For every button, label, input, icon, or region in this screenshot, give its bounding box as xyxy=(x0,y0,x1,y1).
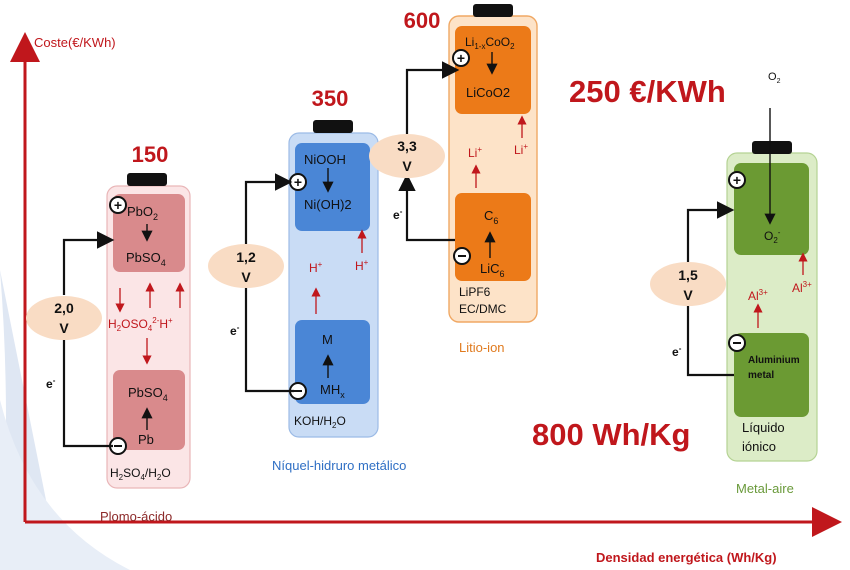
left-decoration-2 xyxy=(0,400,130,570)
metal-negative-electrode xyxy=(734,333,809,417)
metal-terminal xyxy=(752,141,792,154)
niquel-electron-label: e- xyxy=(230,323,240,338)
plomo-plus-sign: + xyxy=(114,197,122,213)
metal-bottom-formula-1: Aluminium xyxy=(748,355,800,366)
litio-wire-bottom xyxy=(398,173,455,242)
litio-bottom2-formula: LiC6 xyxy=(480,261,505,279)
niquel-top-formula: NiOOH xyxy=(304,152,346,167)
metal-plus-sign: + xyxy=(733,172,741,188)
niquel-bottom-formula: M xyxy=(322,332,333,347)
metal-electrolyte-2: iónico xyxy=(742,439,776,454)
litio-ion-label-1: Li+ xyxy=(468,145,482,160)
niquel-electrolyte: KOH/H2O xyxy=(294,414,346,430)
plomo-top2-formula: PbSO4 xyxy=(126,250,166,268)
metal-positive-electrode xyxy=(734,163,809,255)
highlight-cost: 250 €/KWh xyxy=(569,74,726,109)
niquel-wire-top xyxy=(244,173,293,244)
litio-electron-label: e- xyxy=(393,207,403,222)
metal-wire-bottom xyxy=(686,305,734,377)
plomo-voltage-unit: V xyxy=(59,320,69,336)
y-axis-label: Coste(€/KWh) xyxy=(34,35,116,50)
niquel-wire-bottom xyxy=(244,288,294,393)
metal-o2-label: O2 xyxy=(768,71,781,85)
litio-electrolyte-1: LiPF6 xyxy=(459,285,491,299)
niquel-voltage-bubble xyxy=(208,244,284,288)
litio-voltage-value: 3,3 xyxy=(397,138,417,154)
plomo-wire-bottom xyxy=(62,340,113,448)
plomo-voltage-value: 2,0 xyxy=(54,300,74,316)
niquel-name: Níquel-hidruro metálico xyxy=(272,458,406,473)
metal-voltage-bubble xyxy=(650,262,726,306)
highlight-density: 800 Wh/Kg xyxy=(532,417,690,452)
plomo-bottom2-formula: Pb xyxy=(138,432,154,447)
metal-electrolyte-1: Líquido xyxy=(742,420,785,435)
niquel-terminal xyxy=(313,120,353,133)
litio-electrolyte-2: EC/DMC xyxy=(459,302,507,316)
litio-top2-formula: LiCoO2 xyxy=(466,85,510,100)
plomo-plus-icon xyxy=(109,196,127,214)
plomo-mid-formula: H2OSO42-H+ xyxy=(108,316,173,333)
metal-name: Metal-aire xyxy=(736,481,794,496)
litio-ion-label-2: Li+ xyxy=(514,142,528,157)
metal-wire-top xyxy=(686,201,735,262)
metal-top-formula: O2- xyxy=(764,228,781,245)
plomo-terminal xyxy=(127,173,167,186)
litio-top-formula: Li1-xCoO2 xyxy=(465,35,515,51)
battery-plomo-acido: 150 + PbO2 PbSO4 H2OSO42-H+ PbSO4 Pb H2S… xyxy=(26,142,191,524)
metal-voltage-value: 1,5 xyxy=(678,267,698,283)
litio-name: Litio-ion xyxy=(459,340,505,355)
niquel-top2-formula: Ni(OH)2 xyxy=(304,197,352,212)
litio-bottom-formula: C6 xyxy=(484,208,498,226)
metal-plus-icon xyxy=(728,171,746,189)
litio-voltage-bubble xyxy=(369,134,445,178)
litio-voltage-unit: V xyxy=(402,158,412,174)
metal-bottom-formula-2: metal xyxy=(748,370,774,381)
plomo-name: Plomo-ácido xyxy=(100,509,172,524)
battery-litio-ion: 600 Li1-xCoO2 + LiCoO2 Li+ Li+ C6 LiC6 L… xyxy=(369,4,538,355)
niquel-voltage-unit: V xyxy=(241,269,251,285)
niquel-ion-label-2: H+ xyxy=(355,258,369,273)
metal-ion-label-1: Al3+ xyxy=(748,288,768,303)
niquel-voltage-value: 1,2 xyxy=(236,249,256,265)
x-axis-label: Densidad energética (Wh/Kg) xyxy=(596,550,777,565)
plomo-bottom-formula: PbSO4 xyxy=(128,385,168,403)
niquel-ion-label-1: H+ xyxy=(309,260,323,275)
metal-ion-label-2: Al3+ xyxy=(792,280,812,295)
plomo-cost: 150 xyxy=(132,142,169,167)
plomo-electrolyte: H2SO4/H2O xyxy=(110,466,171,482)
litio-plus-sign: + xyxy=(457,50,465,66)
litio-terminal xyxy=(473,4,513,17)
niquel-cost: 350 xyxy=(312,86,349,111)
litio-cost: 600 xyxy=(404,8,441,33)
battery-metal-aire: + O2- Al3+ Al3+ Aluminium metal Líquido … xyxy=(650,71,818,496)
niquel-plus-sign: + xyxy=(294,174,302,190)
plomo-wire-top xyxy=(62,231,115,295)
plomo-top-formula: PbO2 xyxy=(127,204,158,222)
metal-voltage-unit: V xyxy=(683,287,693,303)
metal-electron-label: e- xyxy=(672,344,682,359)
litio-wire-top xyxy=(405,61,460,134)
plomo-electron-label: e- xyxy=(46,376,56,391)
battery-niquel-hidruro: 350 NiOOH + Ni(OH)2 H+ H+ M MHx KOH/H2O … xyxy=(208,86,406,473)
niquel-bottom2-formula: MHx xyxy=(320,382,345,400)
plomo-voltage-bubble xyxy=(26,296,102,340)
